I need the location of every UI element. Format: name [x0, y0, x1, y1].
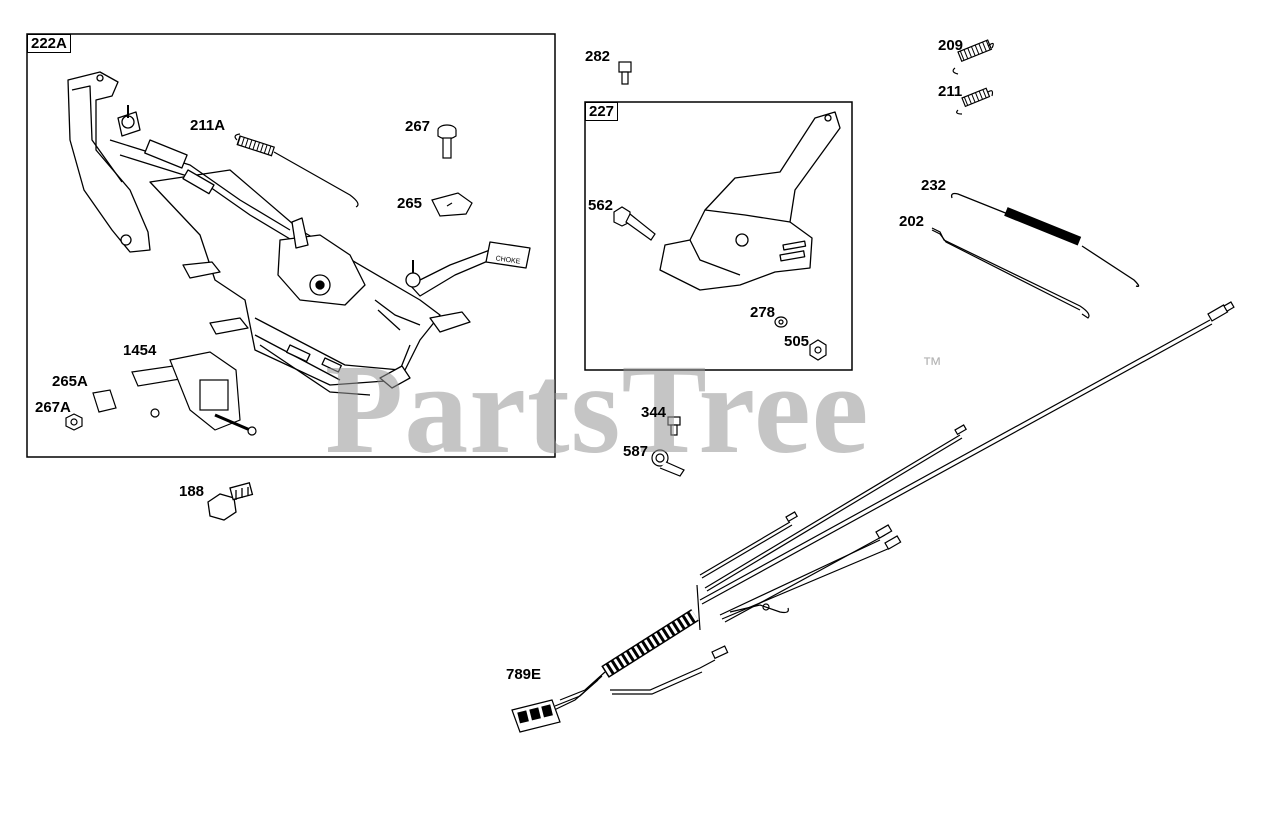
watermark-trademark: ™ [922, 354, 942, 376]
watermark-text: PartsTree [325, 338, 870, 480]
part-label-265A[interactable]: 265A [52, 373, 88, 390]
part-label-211A[interactable]: 211A [190, 117, 226, 134]
group-label-227[interactable]: 227 [585, 102, 619, 121]
part-label-1454[interactable]: 1454 [123, 342, 157, 359]
part-label-209[interactable]: 209 [938, 37, 964, 54]
control-bracket-assembly: CHOKE [67, 71, 531, 396]
part-278-washer [774, 316, 788, 328]
part-227-bracket [659, 111, 841, 291]
part-344-screw [667, 416, 681, 436]
part-label-211[interactable]: 211 [938, 83, 963, 100]
part-265A-clip [92, 389, 117, 413]
part-282-screw [618, 61, 632, 85]
part-label-267A[interactable]: 267A [35, 399, 71, 416]
part-1454-switch [131, 351, 257, 436]
part-label-232[interactable]: 232 [921, 177, 947, 194]
part-505-nut [809, 339, 827, 361]
part-label-789E[interactable]: 789E [506, 666, 542, 683]
part-label-282[interactable]: 282 [585, 48, 611, 65]
part-label-265[interactable]: 265 [397, 195, 423, 212]
part-211A-spring [234, 133, 359, 208]
choke-sticker-text: CHOKE [495, 255, 521, 265]
e-clip [150, 408, 160, 418]
part-label-562[interactable]: 562 [588, 197, 614, 214]
part-label-267[interactable]: 267 [405, 118, 431, 135]
part-265-clip [431, 192, 473, 217]
part-587-clamp [651, 449, 685, 477]
part-562-bolt [613, 206, 656, 241]
group-box-227 [584, 101, 853, 371]
part-label-278[interactable]: 278 [750, 304, 776, 321]
part-label-202[interactable]: 202 [899, 213, 925, 230]
part-202-rod [931, 227, 1090, 319]
part-label-344[interactable]: 344 [641, 404, 667, 421]
part-267-bolt [437, 124, 457, 159]
part-209-spring [952, 39, 994, 75]
part-label-505[interactable]: 505 [784, 333, 810, 350]
part-label-587[interactable]: 587 [623, 443, 649, 460]
part-211-spring [956, 87, 994, 115]
group-box-222A [26, 33, 556, 458]
part-267A-nut [65, 413, 83, 431]
part-789E-harness [511, 301, 1235, 733]
group-label-222A[interactable]: 222A [27, 34, 71, 53]
part-label-188[interactable]: 188 [179, 483, 205, 500]
part-232-rod [950, 192, 1140, 288]
part-188-bolt [207, 482, 254, 521]
